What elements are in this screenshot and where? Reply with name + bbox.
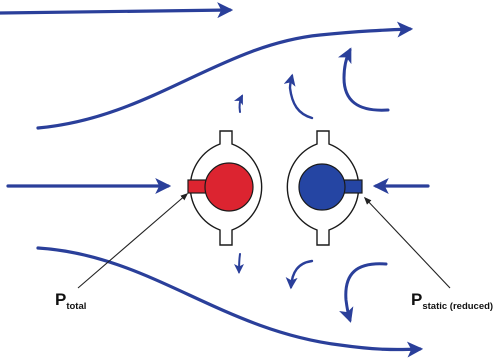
small-eddy-arrow-upper-left [233, 94, 243, 113]
small-eddy-arrow-lower-left [234, 253, 245, 274]
static-label-sub: static (reduced) [422, 301, 493, 312]
total-port-ball [204, 162, 254, 212]
total-label-main: P [55, 290, 66, 309]
eddy-arrow-lower-middle [285, 259, 314, 290]
top-streamline-arrow [0, 2, 234, 19]
lower-curved-streamline-arrow [36, 246, 424, 358]
upper-curved-streamline-arrow [36, 21, 414, 130]
static-pressure-label: Pstatic (reduced) [411, 290, 493, 312]
static-port-ball [298, 163, 346, 211]
eddy-arrow-lower-right [339, 262, 388, 323]
static-pressure-port [286, 130, 363, 246]
total-pressure-port [187, 130, 263, 246]
static-pointer-line [363, 196, 451, 289]
total-label-sub: total [66, 301, 86, 312]
eddy-arrows [233, 47, 390, 323]
streamlines [0, 2, 430, 358]
total-pressure-label: Ptotal [55, 290, 86, 312]
eddy-arrow-upper-right [337, 47, 390, 112]
static-label-main: P [411, 290, 422, 309]
eddy-arrow-upper-middle [283, 73, 314, 120]
total-pointer-line [77, 192, 189, 289]
